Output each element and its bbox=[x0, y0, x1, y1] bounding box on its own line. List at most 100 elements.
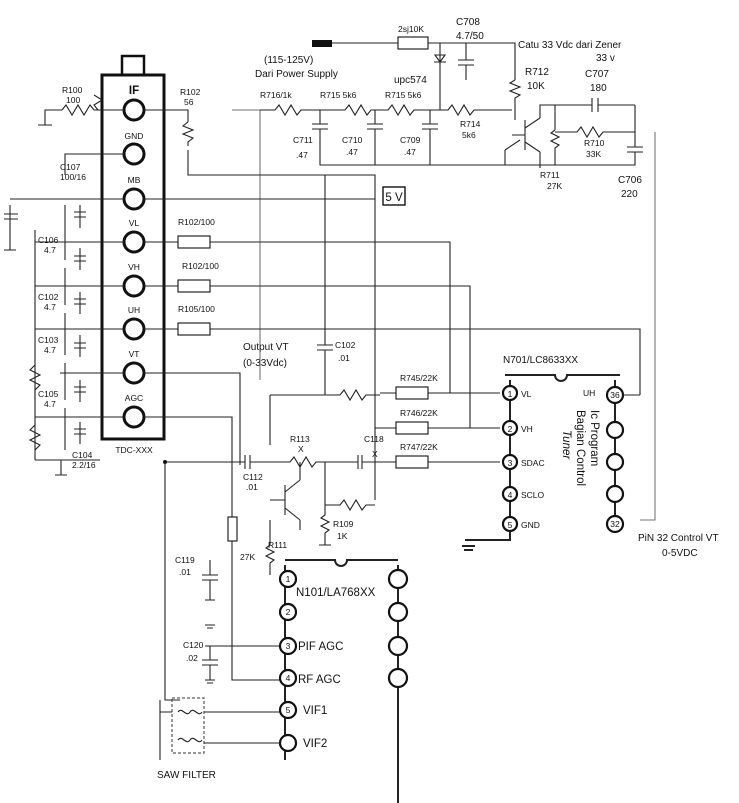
r710-value: 33K bbox=[586, 149, 601, 159]
c707-value: 180 bbox=[590, 83, 607, 94]
five-volt-box bbox=[382, 186, 406, 206]
n701-pin-5-label: GND bbox=[521, 520, 540, 530]
r745-resistor bbox=[395, 386, 429, 400]
ground-symbols bbox=[205, 539, 498, 684]
saw-filter-box bbox=[171, 697, 205, 754]
c708-label: C708 bbox=[456, 17, 480, 28]
r111-value: 27K bbox=[240, 552, 255, 562]
c107-label: C107 bbox=[60, 162, 81, 172]
c708-value: 4.7/50 bbox=[456, 31, 484, 42]
ic-program-line-3: Tuner bbox=[560, 430, 572, 460]
n701-pin-3 bbox=[501, 453, 519, 471]
c104-label: C104 bbox=[72, 450, 93, 460]
tuner-right-wiring: R102 56 5 V R102/100 R102/100 R105/100 O… bbox=[144, 87, 641, 681]
c112-label: C112 bbox=[243, 472, 263, 482]
r747-label: R747/22K bbox=[400, 442, 438, 452]
n701-pin-1-label: VL bbox=[521, 389, 532, 399]
n101-name: N101/LA768XX bbox=[296, 587, 376, 599]
n101-ic: N101/LA768XX 1 2 3 4 5 PIF AGC RF AGC VI… bbox=[278, 559, 409, 803]
saw-filter: SAW FILTER bbox=[157, 697, 280, 781]
n701-ic: N701/LC8633XX 1 2 3 4 5 VL VH SDAC SCLO … bbox=[462, 355, 719, 559]
c710-label: C710 bbox=[342, 135, 363, 145]
c106-value: 4.7 bbox=[44, 245, 56, 255]
c119-label: C119 bbox=[175, 555, 195, 565]
ic-program-line-2: Bagian Control bbox=[574, 410, 586, 486]
n701-pin-4-num: 4 bbox=[508, 490, 513, 500]
c118-value: X bbox=[372, 449, 378, 459]
n701-pin-2 bbox=[501, 419, 519, 437]
c102-value: 4.7 bbox=[44, 302, 56, 312]
n701-pin-5-num: 5 bbox=[508, 520, 513, 530]
n101-pin-4 bbox=[278, 668, 298, 688]
r105-label: R105/100 bbox=[178, 304, 215, 314]
n101-pin-4-label: RF AGC bbox=[298, 674, 341, 686]
ic-program-note: Ic Program Bagian Control Tuner bbox=[560, 410, 600, 486]
n101-pin-1-num: 1 bbox=[286, 574, 291, 584]
n101-pin-3 bbox=[278, 636, 298, 656]
r100-value: 100 bbox=[66, 95, 80, 105]
tuner-pin-uh bbox=[122, 317, 146, 341]
r100-label: R100 bbox=[62, 85, 83, 95]
supply-voltage: (115-125V) bbox=[264, 55, 313, 66]
r714-value: 5k6 bbox=[462, 130, 476, 140]
tuner-pin-mb bbox=[122, 187, 146, 211]
c120-value: .02 bbox=[186, 653, 198, 663]
five-volt-label: 5 V bbox=[385, 192, 403, 204]
n701-pin-2-label: VH bbox=[521, 424, 533, 434]
c103-value: 4.7 bbox=[44, 345, 56, 355]
r102a-label: R102 bbox=[180, 87, 201, 97]
c107-value: 100/16 bbox=[60, 172, 86, 182]
n101-pin-4-num: 4 bbox=[286, 673, 291, 683]
n701-pin-36-num: 36 bbox=[610, 390, 620, 400]
n701-pin-32-num: 32 bbox=[610, 519, 620, 529]
n701-pin-3-num: 3 bbox=[508, 458, 513, 468]
c102b-value: .01 bbox=[338, 353, 350, 363]
tuner-pin-label-vt: VT bbox=[129, 349, 140, 359]
c105-label: C105 bbox=[38, 389, 59, 399]
zener-note-1: Catu 33 Vdc dari Zener bbox=[518, 40, 622, 51]
n701-name: N701/LC8633XX bbox=[503, 355, 578, 366]
c711-value: .47 bbox=[296, 150, 308, 160]
r712-value: 10K bbox=[527, 81, 545, 92]
c709-value: .47 bbox=[404, 147, 416, 157]
r747-resistor bbox=[395, 455, 429, 469]
tuner-pin-label-agc: AGC bbox=[125, 393, 143, 403]
r109-label: R109 bbox=[333, 519, 354, 529]
power-section: 2sj10K C708 4.7/50 (115-125V) Dari Power… bbox=[232, 17, 656, 521]
r716-label: R716/1k bbox=[260, 90, 292, 100]
n101-pin-5-num: 5 bbox=[286, 705, 291, 715]
r710-label: R710 bbox=[584, 138, 605, 148]
tuner-pin-gnd bbox=[122, 142, 146, 166]
tuner-pin-if bbox=[122, 98, 146, 122]
r711-value: 27K bbox=[547, 181, 562, 191]
n101-pin-3-num: 3 bbox=[286, 641, 291, 651]
c711-label: C711 bbox=[293, 135, 313, 145]
c112-value: .01 bbox=[246, 482, 258, 492]
r715b-label: R715 5k6 bbox=[385, 90, 422, 100]
r111-label: R111 bbox=[268, 540, 287, 550]
n701-pin-1 bbox=[501, 384, 519, 402]
n701-pin-3-label: SDAC bbox=[521, 458, 545, 468]
r109-value: 1K bbox=[337, 531, 348, 541]
tuner-pin-label-vl: VL bbox=[129, 218, 140, 228]
tuner-antenna-socket bbox=[120, 54, 146, 78]
pin32-note-1: PiN 32 Control VT bbox=[638, 533, 719, 544]
ic-program-line-1: Ic Program bbox=[588, 410, 600, 466]
r2sj-resistor bbox=[397, 36, 429, 50]
tuner-pin-label-gnd: GND bbox=[125, 131, 144, 141]
r745-label: R745/22K bbox=[400, 373, 438, 383]
tuner-pin-label-mb: MB bbox=[128, 175, 141, 185]
tuner-pin-vh bbox=[122, 274, 146, 298]
n101-pin-5-label: VIF1 bbox=[303, 705, 327, 717]
r102a-value: 56 bbox=[184, 97, 194, 107]
tuner-module: IF GND MB VL VH UH VT AGC TDC-XXX bbox=[100, 54, 166, 455]
r102b-resistor bbox=[177, 235, 211, 249]
tuner-pin-vt bbox=[122, 361, 146, 385]
r746-label: R746/22K bbox=[400, 408, 438, 418]
c104-value: 2.2/16 bbox=[72, 460, 96, 470]
r105-resistor bbox=[177, 322, 211, 336]
n701-pin-32 bbox=[605, 514, 625, 534]
n101-pin-1 bbox=[278, 569, 298, 589]
c102-label: C102 bbox=[38, 292, 59, 302]
tuner-pin-label-uh: UH bbox=[128, 305, 140, 315]
